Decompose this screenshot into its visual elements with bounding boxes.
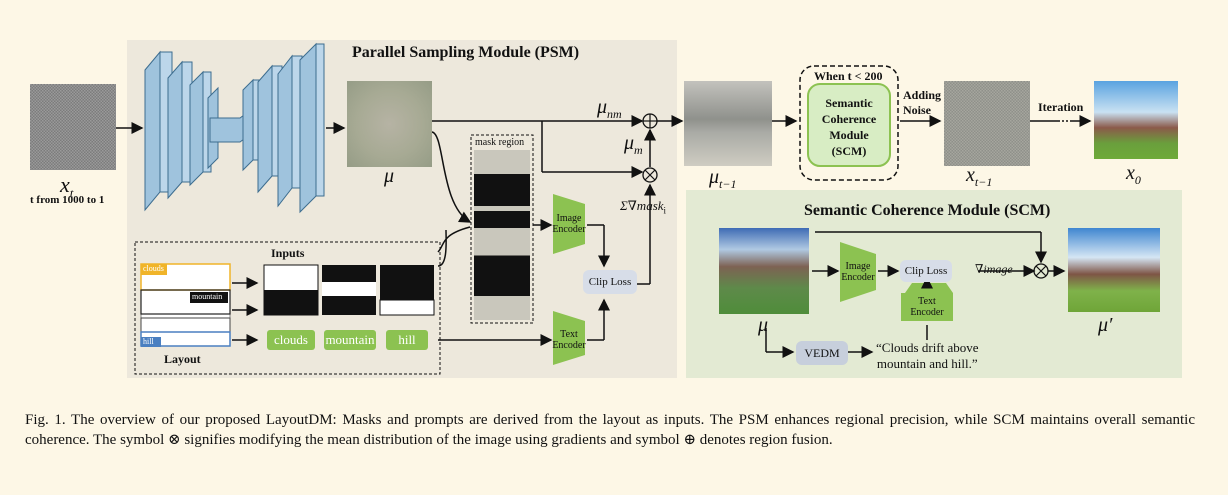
layout-tag-mountain: mountain <box>192 292 223 301</box>
text-encoder-shape <box>553 311 585 365</box>
mu-label: μ <box>384 165 395 187</box>
t-range-label: t from 1000 to 1 <box>30 194 105 206</box>
scm-mu-image <box>719 228 809 314</box>
noise-image-xt1 <box>944 81 1030 166</box>
scm-mu-label: μ <box>758 314 769 336</box>
scm-title: Semantic Coherence Module (SCM) <box>804 202 1051 219</box>
figure-caption: Fig. 1. The overview of our proposed Lay… <box>25 412 1195 448</box>
x0-label: x0 <box>1126 162 1141 187</box>
grad-image-label: ∇image <box>975 262 1013 276</box>
scm-mu-prime-image <box>1068 228 1160 312</box>
prompt-mountain: mountain <box>324 330 376 350</box>
iteration-label: Iteration <box>1038 100 1084 114</box>
prompt-hill: hill <box>386 330 428 350</box>
scm-clip-loss: Clip Loss <box>900 260 952 282</box>
scm-text-encoder-shape <box>901 293 953 321</box>
layout-label: Layout <box>164 352 201 366</box>
otimes-symbol <box>642 167 658 183</box>
grad-mask-label: Σ∇maski <box>620 198 667 216</box>
when-t-label: When t < 200 <box>814 69 883 83</box>
mask-region-images <box>474 150 530 320</box>
mu-t1-label: μt−1 <box>709 166 737 191</box>
mu-nm-label: μnm <box>597 96 622 121</box>
layout-tag-clouds: clouds <box>143 264 164 273</box>
x0-image <box>1094 81 1178 159</box>
xt1-label: xt−1 <box>966 164 993 189</box>
text-encoder: Text Encoder <box>552 329 586 351</box>
diagram-graphics <box>116 42 1092 375</box>
mu-t1-image <box>684 81 772 166</box>
scm-image-encoder-shape <box>840 242 876 302</box>
inputs-label: Inputs <box>271 246 305 260</box>
mu-image <box>347 81 432 167</box>
vedm-box: VEDM <box>796 341 848 365</box>
scm-text-encoder: Text Encoder <box>910 296 944 318</box>
unet-icon <box>144 42 325 214</box>
mu-m-label: μm <box>624 132 643 157</box>
scm-mu-prime-label: μ′ <box>1098 314 1113 336</box>
clip-loss: Clip Loss <box>583 270 637 294</box>
layout-tag-hill: hill <box>143 337 154 346</box>
prompt-clouds: clouds <box>267 330 315 350</box>
noise-image-xt <box>30 84 116 170</box>
xt-label: xt <box>60 172 74 201</box>
mask-region-label: mask region <box>475 137 525 148</box>
scm-image-encoder: Image Encoder <box>841 261 875 283</box>
image-encoder: Image Encoder <box>552 213 586 235</box>
psm-title: Parallel Sampling Module (PSM) <box>352 44 580 61</box>
image-encoder-shape <box>553 194 585 254</box>
